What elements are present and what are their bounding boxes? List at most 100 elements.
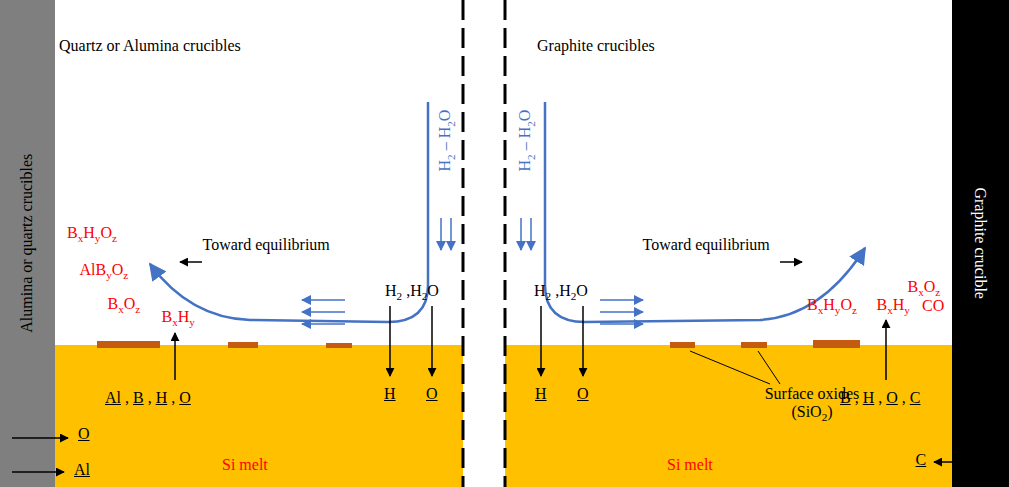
text-part: O <box>576 282 588 299</box>
annotation-label: H <box>384 385 396 403</box>
text-part: O <box>426 385 438 402</box>
crucible-wall: Alumina or quartz crucibles <box>0 0 55 487</box>
node-label: Graphite crucible <box>971 187 989 299</box>
text-part: z <box>135 303 140 315</box>
text-part: x <box>887 304 893 316</box>
annotation-label: Toward equilibrium <box>643 236 770 254</box>
text-part: Al <box>105 389 121 406</box>
annotation-label: BxOz <box>108 295 141 316</box>
node-label: Si melt <box>667 456 713 474</box>
text-part: Al <box>74 461 90 478</box>
text-part: , <box>898 389 910 406</box>
gas-flow-curve <box>150 102 865 322</box>
text-part: – H <box>436 126 453 154</box>
text-part: H <box>385 282 397 299</box>
text-part: z <box>112 232 117 244</box>
annotation-label: O <box>78 425 90 443</box>
text-part: C <box>916 451 927 468</box>
crucible-wall: Graphite crucible <box>952 0 1009 487</box>
text-part: B <box>908 278 919 295</box>
annotation-label: BxHyOz <box>807 296 857 317</box>
annotation-label: CO <box>922 297 944 315</box>
text-part: x <box>172 316 178 328</box>
si-melt-right <box>505 345 952 487</box>
text-part: CO <box>922 297 944 314</box>
text-part: y <box>106 269 112 281</box>
text-part: 2 <box>422 290 428 302</box>
text-part: H <box>893 296 905 313</box>
text-part: H <box>178 308 190 325</box>
text-part: 2 <box>525 121 537 127</box>
text-part: 2 <box>546 290 552 302</box>
text-part: H <box>535 385 547 402</box>
text-part: O <box>577 385 589 402</box>
text-part: x <box>818 304 824 316</box>
text-part: O <box>100 224 112 241</box>
annotation-label: Toward equilibrium <box>203 236 330 254</box>
text-part: z <box>935 286 940 298</box>
text-part: B <box>877 296 888 313</box>
text-part: O <box>78 425 90 442</box>
text-part: 2 <box>445 121 457 127</box>
annotation-label: H2 – H2O <box>436 109 457 171</box>
text-part: H <box>436 159 453 171</box>
gas-inflow-arrow <box>302 218 643 324</box>
annotation-label: Al , B , H , O <box>105 389 191 407</box>
text-part: H <box>83 224 95 241</box>
text-part: z <box>852 304 857 316</box>
annotation-label: Quartz or Alumina crucibles <box>59 37 241 55</box>
text-part: O <box>840 296 852 313</box>
text-part: y <box>904 304 910 316</box>
text-part: – H <box>516 126 533 154</box>
text-part: 2 <box>445 154 457 160</box>
text-part: Surface oxides (SiO <box>765 385 860 420</box>
annotation-label: H2 – H2O <box>516 109 537 171</box>
text-part: , <box>874 389 886 406</box>
text-part: H <box>823 296 835 313</box>
text-part: Toward equilibrium <box>643 236 770 253</box>
annotation-label: BxHy <box>162 308 195 329</box>
annotation-label: BxOz <box>908 278 941 299</box>
text-part: 2 <box>822 411 828 423</box>
text-part: ,H <box>551 282 571 299</box>
annotation-label: Al <box>74 461 90 479</box>
text-part: O <box>924 278 936 295</box>
si-melt: Si melt <box>505 345 952 487</box>
text-part: H <box>863 389 875 406</box>
text-part: 2 <box>571 290 577 302</box>
annotation-label: BxHyOz <box>67 224 117 245</box>
leader-line <box>690 351 780 384</box>
text-part: x <box>118 303 124 315</box>
text-part: y <box>189 316 195 328</box>
text-part: H <box>534 282 546 299</box>
text-part: H <box>384 385 396 402</box>
text-part: O <box>112 261 124 278</box>
si-melt: Si melt <box>55 345 463 487</box>
si-melt-left <box>55 345 463 487</box>
text-part: , <box>167 389 179 406</box>
node-label: Si melt <box>222 456 268 474</box>
dashed-divider <box>463 0 505 487</box>
annotation-label: H2 ,H2O <box>534 282 588 303</box>
text-part: ,H <box>402 282 422 299</box>
annotation-label: H <box>535 385 547 403</box>
text-part: H <box>156 389 168 406</box>
text-part: Quartz or Alumina crucibles <box>59 37 241 54</box>
surface-oxide <box>97 340 860 348</box>
text-part: C <box>910 389 921 406</box>
text-part: O <box>427 282 439 299</box>
text-part: O <box>516 109 533 121</box>
text-part: y <box>95 232 101 244</box>
text-part: B <box>162 308 173 325</box>
text-part: x <box>918 286 924 298</box>
annotation-label: Surface oxides (SiO2) <box>757 385 867 424</box>
text-part: AlB <box>80 261 107 278</box>
text-part: , <box>144 389 156 406</box>
text-part: 2 <box>525 154 537 160</box>
annotation-label: O <box>577 385 589 403</box>
annotation-label: BxHy <box>877 296 910 317</box>
species-arrow <box>12 262 968 472</box>
graphite-crucible-wall <box>952 0 1009 487</box>
text-part: 2 <box>397 290 403 302</box>
